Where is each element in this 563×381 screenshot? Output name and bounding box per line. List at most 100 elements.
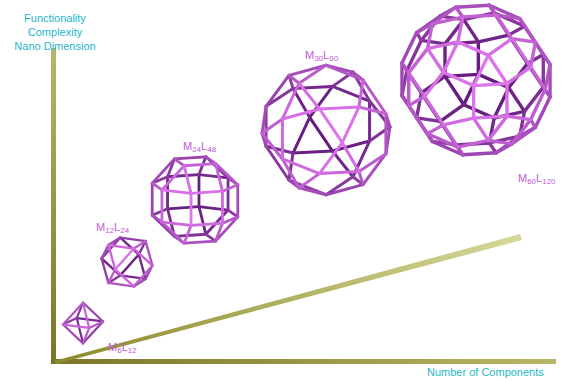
edge-strut [293,151,333,153]
formula-label: M24L48 [183,140,216,153]
edge-strut [262,133,282,159]
edge-strut [152,183,162,190]
edge-strut [326,185,363,195]
edge-strut [108,238,120,246]
edge-strut [488,39,512,56]
edge-strut [505,84,508,117]
axis-label: Complexity [28,26,82,39]
edge-strut [299,65,326,83]
edge-strut [456,5,489,7]
edge-strut [293,117,310,153]
formula-label: M30L60 [305,49,338,62]
edge-strut [162,222,191,225]
axis-label: Functionality [24,12,86,25]
edge-strut [221,191,224,223]
edge-strut [222,217,237,223]
edge-strut [151,183,154,215]
edge-strut [488,140,512,144]
edge-strut [83,303,89,328]
edge-strut [262,119,282,133]
axis-label: Number of Components [427,366,544,379]
edge-strut [507,67,531,84]
edge-strut [478,35,508,42]
edge-strut [417,93,422,118]
edge-strut [409,73,425,97]
edge-strut [63,303,83,325]
edge-strut [443,72,473,85]
edge-strut [162,190,191,193]
edge-strut [425,97,444,125]
edge-strut [228,210,238,217]
edge-strut [168,175,199,177]
edge-strut [463,15,496,17]
edge-strut [409,97,425,106]
edge-strut [299,83,319,109]
edge-strut [443,118,473,125]
trend-line [54,234,522,364]
edge-strut [120,238,145,241]
edge-strut [443,125,458,147]
edge-strut [425,72,444,96]
edge-strut [174,234,205,236]
edge-strut [359,172,363,185]
edge-strut [319,172,359,174]
polyhedron [262,65,390,194]
edge-strut [472,86,475,119]
edge-strut [509,26,525,35]
edge-strut [359,154,386,172]
edge-strut [458,42,488,55]
edge-strut [190,193,193,225]
edge-strut [440,105,464,122]
edge-strut [115,249,134,270]
formula-label: M6L12 [108,341,137,354]
edge-strut [236,185,239,217]
edge-strut [281,119,284,159]
edge-strut [102,259,109,283]
edge-strut [545,64,550,89]
edge-strut [512,120,531,144]
edge-strut [134,241,146,249]
edge-strut [152,209,167,215]
edge-strut [216,217,238,241]
edge-strut [407,73,410,106]
edge-strut [174,157,205,159]
edge-strut [432,17,462,24]
edge-strut [83,321,103,343]
edge-strut [134,249,153,266]
polyhedron [152,157,238,243]
edge-strut [108,245,115,269]
edge-strut [409,105,428,133]
edge-strut [152,215,162,222]
edge-strut [89,321,103,328]
edge-strut [222,185,237,191]
edge-strut [319,143,342,174]
edge-strut [443,42,458,72]
edge-strut [266,75,289,106]
edge-strut [428,125,444,134]
edge-strut [531,67,546,89]
formula-label: M12L24 [96,221,129,234]
edge-strut [120,255,139,276]
edge-strut [368,101,371,141]
edge-strut [342,107,359,143]
edge-strut [428,49,444,73]
edge-strut [359,107,386,114]
edge-strut [488,116,507,140]
edge-strut [535,42,550,64]
edge-strut [227,178,230,210]
edge-strut [342,143,359,172]
edge-strut [421,40,445,44]
edge-strut [199,207,206,235]
edge-strut [384,114,387,154]
edge-strut [363,154,386,185]
y-axis [51,48,56,364]
axis-label: Nano Dimension [14,40,95,53]
edge-strut [83,328,89,343]
formula-label: M60L120 [518,172,556,185]
edge-strut [191,191,222,193]
edge-strut [512,39,531,67]
edge-strut [458,140,488,147]
edge-strut [319,107,359,109]
edge-strut [63,325,89,328]
